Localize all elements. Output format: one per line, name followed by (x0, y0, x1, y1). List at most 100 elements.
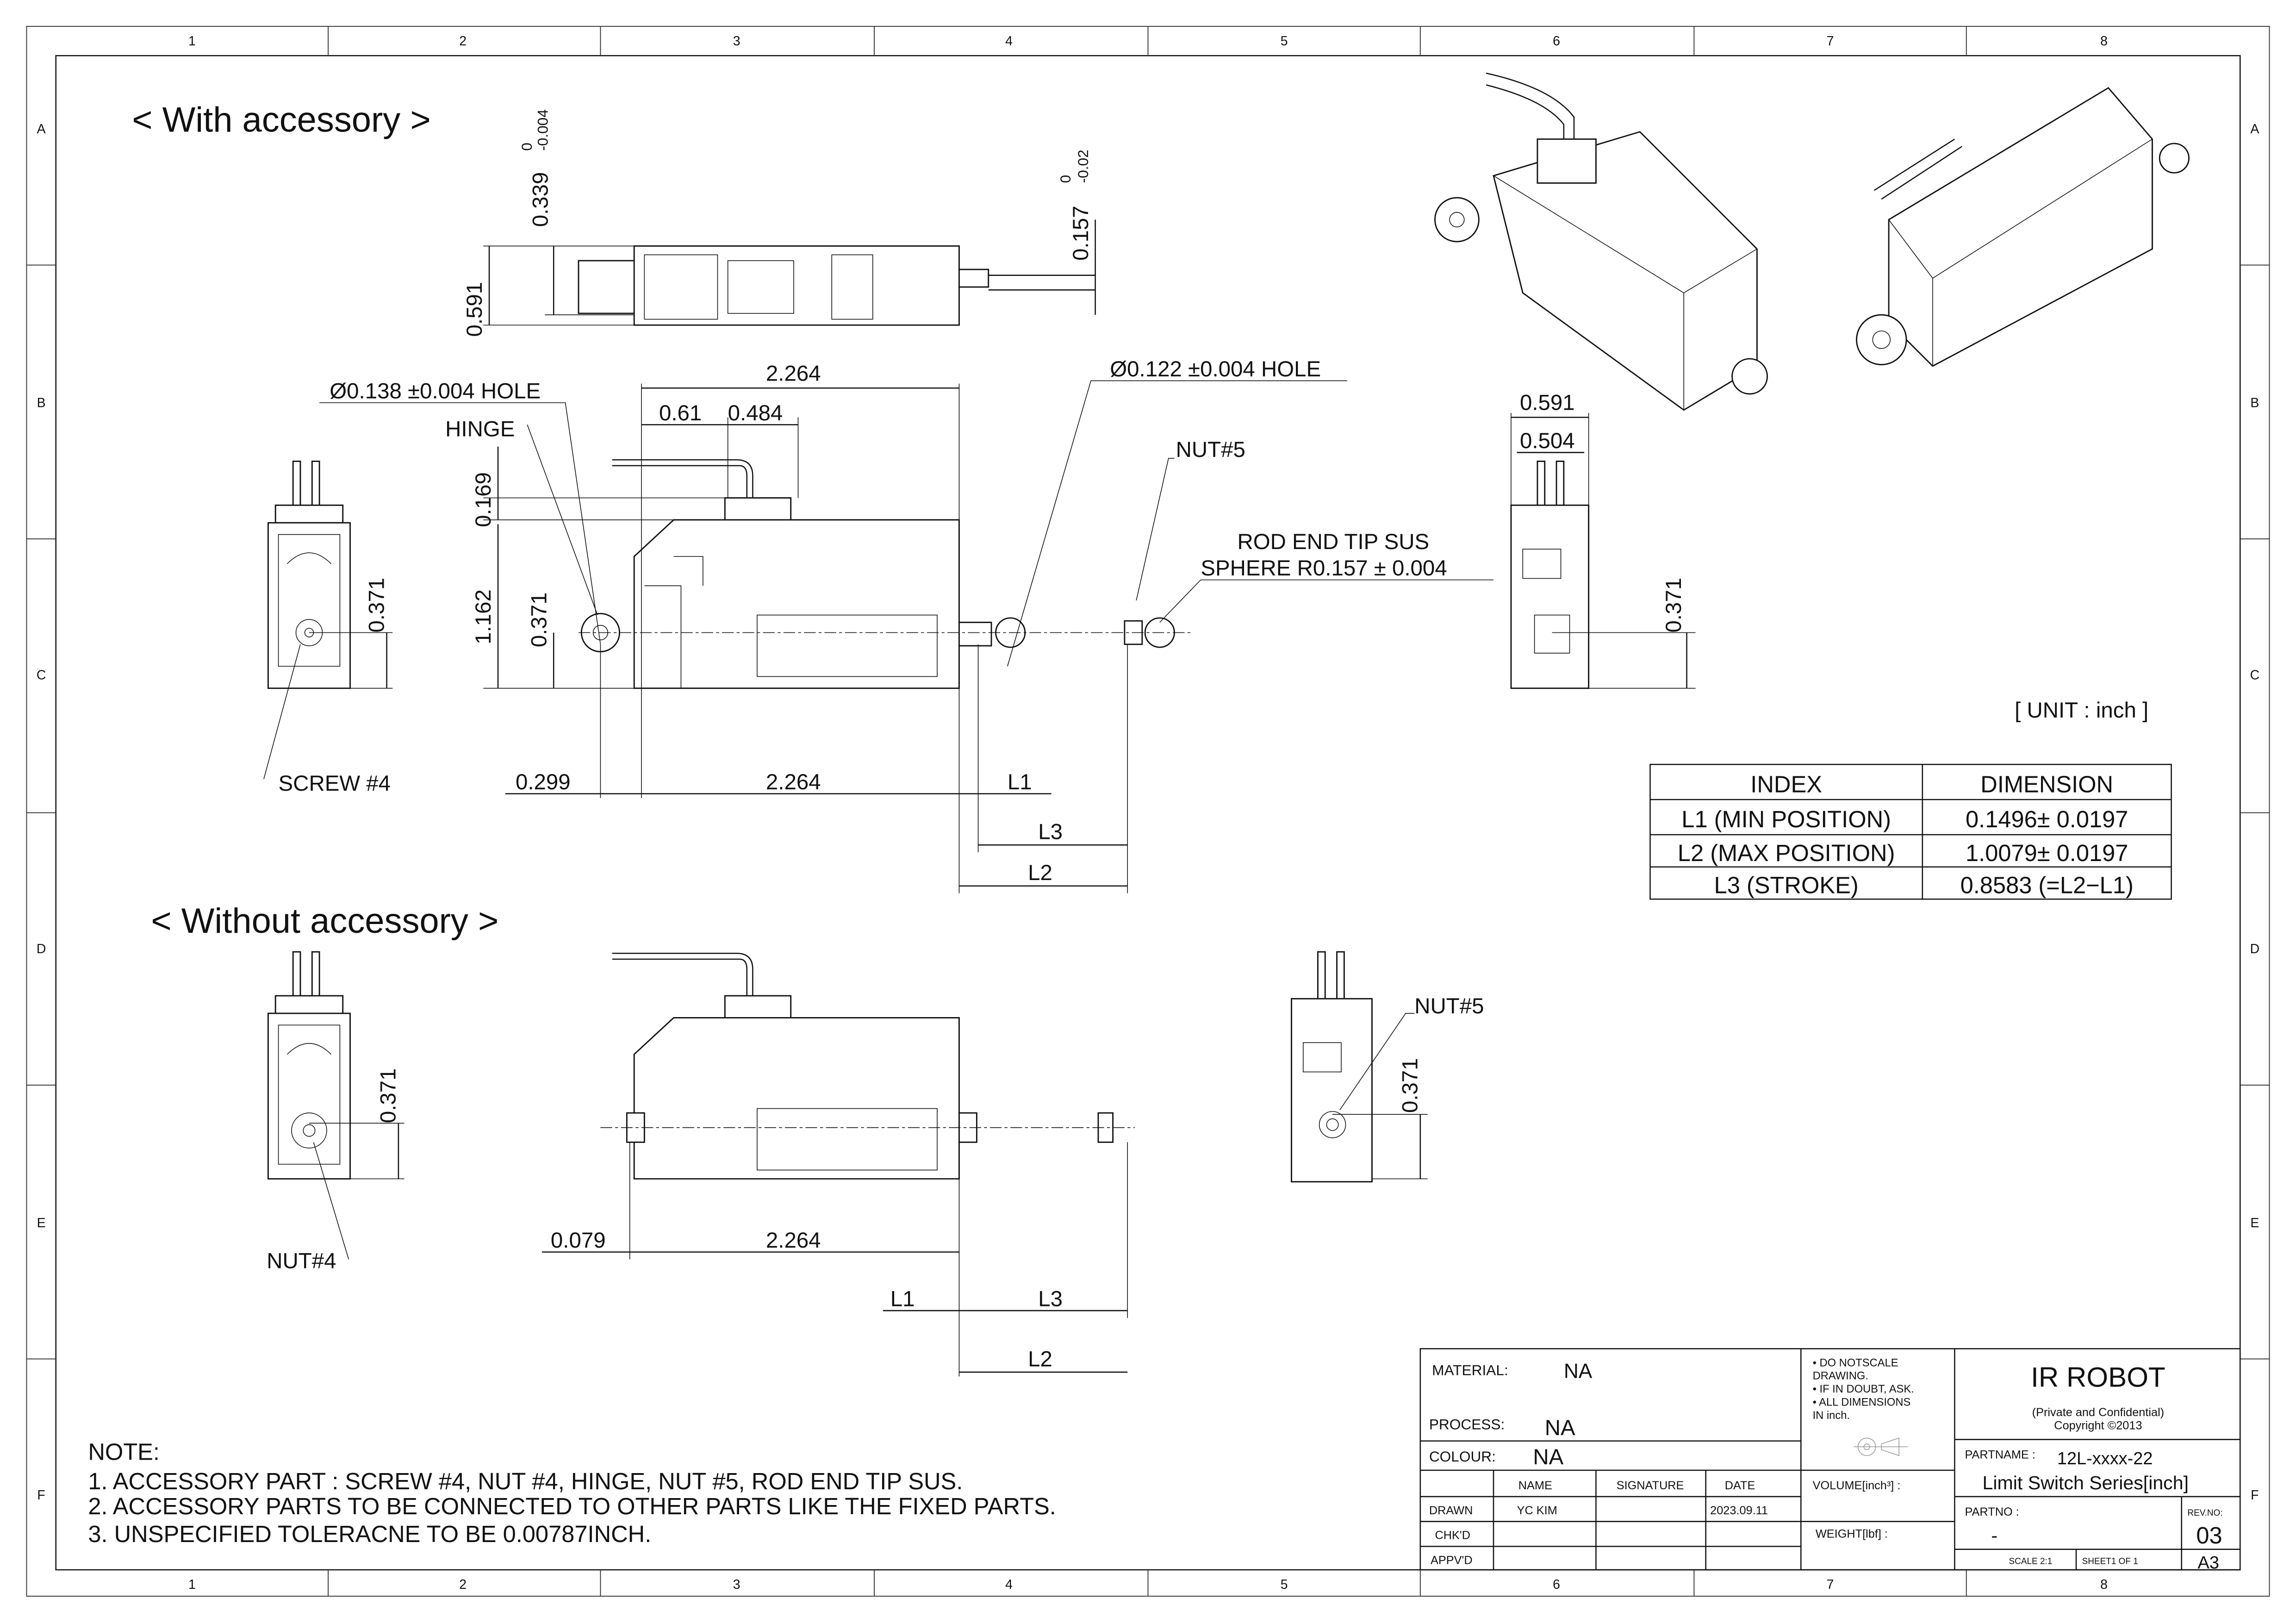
dimension-label: 4 (1005, 34, 1013, 49)
dimension-label: F (37, 1488, 45, 1503)
dimension-label: SCREW #4 (279, 771, 391, 796)
dimension-label: REV.NO: (2187, 1508, 2222, 1518)
dimension-label: A (2250, 122, 2259, 137)
dimension-label: L2 (1028, 1347, 1052, 1371)
dimension-label: 3 (733, 34, 740, 49)
table-cell: L1 (MIN POSITION) (1681, 806, 1891, 832)
dimension-label: • IF IN DOUBT, ASK. (1813, 1383, 1914, 1395)
side-view: Ø0.138 ±0.004 HOLE HINGE 2.264 0.61 0.48… (319, 357, 1494, 893)
dimension-label: 0.371 (527, 592, 551, 647)
dimension-label: L1 (1008, 770, 1032, 794)
dimension-label: 0.61 (659, 401, 702, 425)
dimension-label: 8 (2100, 1577, 2108, 1592)
dimension-label: 0 (518, 143, 535, 151)
table-header: INDEX (1750, 771, 1822, 797)
dimension-label: 2. ACCESSORY PARTS TO BE CONNECTED TO OT… (88, 1493, 1056, 1519)
dimension-label: Ø0.122 ±0.004 HOLE (1110, 357, 1321, 381)
table-header: DIMENSION (1980, 771, 2113, 797)
dimension-label: 12L-xxxx-22 (2057, 1449, 2153, 1468)
dimension-label: PARTNO : (1965, 1505, 2019, 1518)
dimension-label: L3 (1038, 1287, 1063, 1312)
isometric-view-1 (1434, 72, 1768, 411)
top-view: 0.591 0.339 0 -0.004 0.157 0 -0.02 (462, 109, 1096, 337)
dimension-label: 1 (188, 34, 196, 49)
right-end-view-without: NUT#5 0.371 (1291, 951, 1484, 1183)
dimension-label: (Private and Confidential) (2032, 1406, 2164, 1419)
dimension-label: L3 (1038, 820, 1063, 844)
dimension-label: PROCESS: (1429, 1416, 1505, 1432)
dimension-label: 0.169 (471, 472, 496, 527)
dimension-label: A3 (2198, 1553, 2219, 1573)
dimension-label: Limit Switch Series[inch] (1983, 1472, 2189, 1493)
notes: NOTE: 1. ACCESSORY PART : SCREW #4, NUT … (88, 1439, 1056, 1547)
dimension-label: YC KIM (1517, 1504, 1557, 1517)
dimension-label: 6 (1553, 34, 1560, 49)
dimension-label: Copyright ©2013 (2054, 1419, 2142, 1432)
dimension-label: DRAWING. (1813, 1370, 1868, 1382)
dimension-label: WEIGHT[lbf] : (1816, 1527, 1888, 1540)
dimension-label: DRAWN (1429, 1504, 1473, 1517)
right-end-view: 0.591 0.504 0.371 (1510, 391, 1696, 689)
dimension-label: F (2251, 1488, 2259, 1503)
dimension-label: NUT#5 (1176, 437, 1245, 462)
table-cell: L3 (STROKE) (1714, 872, 1859, 899)
dimension-label: MATERIAL: (1432, 1362, 1508, 1378)
dimension-label: 0.504 (1520, 429, 1575, 453)
dimension-label: • ALL DIMENSIONS (1813, 1397, 1911, 1409)
dimension-label: 1. ACCESSORY PART : SCREW #4, NUT #4, HI… (88, 1468, 963, 1494)
dimension-label: E (37, 1216, 46, 1230)
dimension-label: 0.371 (1661, 578, 1686, 633)
dimension-label: 8 (2100, 34, 2108, 49)
dimension-label: Ø0.138 ±0.004 HOLE (330, 379, 541, 403)
dimension-label: 0.079 (551, 1228, 606, 1253)
dimension-label: D (37, 942, 46, 956)
dimension-label: 2023.09.11 (1710, 1504, 1768, 1517)
dimension-label: IR ROBOT (2031, 1362, 2165, 1393)
dimension-label: PARTNAME : (1965, 1449, 2035, 1462)
title-block: MATERIAL: NA PROCESS: NA COLOUR: NA NAME… (1419, 1348, 2241, 1573)
dimension-label: ROD END TIP SUS (1237, 530, 1429, 554)
table-cell: 0.8583 (=L2−L1) (1960, 872, 2134, 899)
dimension-label: L1 (890, 1287, 915, 1312)
dimension-label: CHK'D (1435, 1529, 1470, 1542)
dimension-label: NOTE: (88, 1439, 160, 1465)
dimension-table: INDEX DIMENSION L1 (MIN POSITION) 0.1496… (1649, 763, 2172, 900)
dimension-label: • DO NOTSCALE (1813, 1357, 1898, 1369)
dimension-label: 5 (1281, 34, 1288, 49)
dimension-label: B (37, 395, 46, 410)
dimension-label: 03 (2196, 1522, 2222, 1549)
dimension-label: A (37, 122, 46, 137)
dimension-label: 0.299 (516, 770, 571, 794)
dimension-label: E (2250, 1216, 2259, 1230)
dimension-label: NAME (1518, 1479, 1552, 1492)
left-end-view-without: 0.371 NUT#4 (267, 951, 404, 1273)
dimension-label: IN inch. (1813, 1410, 1850, 1422)
dimension-label: 0.371 (376, 1068, 401, 1123)
dimension-label: SPHERE R0.157 ± 0.004 (1201, 556, 1447, 581)
dimension-label: 0 (1057, 175, 1074, 183)
dimension-label: - (1991, 1525, 1998, 1546)
isometric-view-2 (1856, 87, 2190, 367)
dimension-label: 0.591 (462, 282, 487, 337)
dimension-label: 5 (1281, 1577, 1288, 1592)
dimension-label: 0.157 (1069, 206, 1093, 261)
dimension-label: 2.264 (766, 1228, 821, 1253)
dimension-label: NUT#4 (267, 1249, 336, 1273)
dimension-label: VOLUME[inch³] : (1813, 1479, 1901, 1492)
dimension-label: NA (1533, 1445, 1563, 1469)
dimension-label: APPV'D (1431, 1554, 1473, 1567)
table-cell: 0.1496± 0.0197 (1966, 806, 2128, 832)
dimension-label: 1 (188, 1577, 196, 1592)
dimension-label: 0.371 (1398, 1058, 1423, 1113)
dimension-label: 0.371 (364, 578, 389, 633)
dimension-label: -0.02 (1075, 150, 1091, 183)
dimension-label: NA (1545, 1416, 1575, 1440)
dimension-label: -0.004 (535, 109, 551, 151)
dimension-label: 2.264 (766, 770, 821, 794)
